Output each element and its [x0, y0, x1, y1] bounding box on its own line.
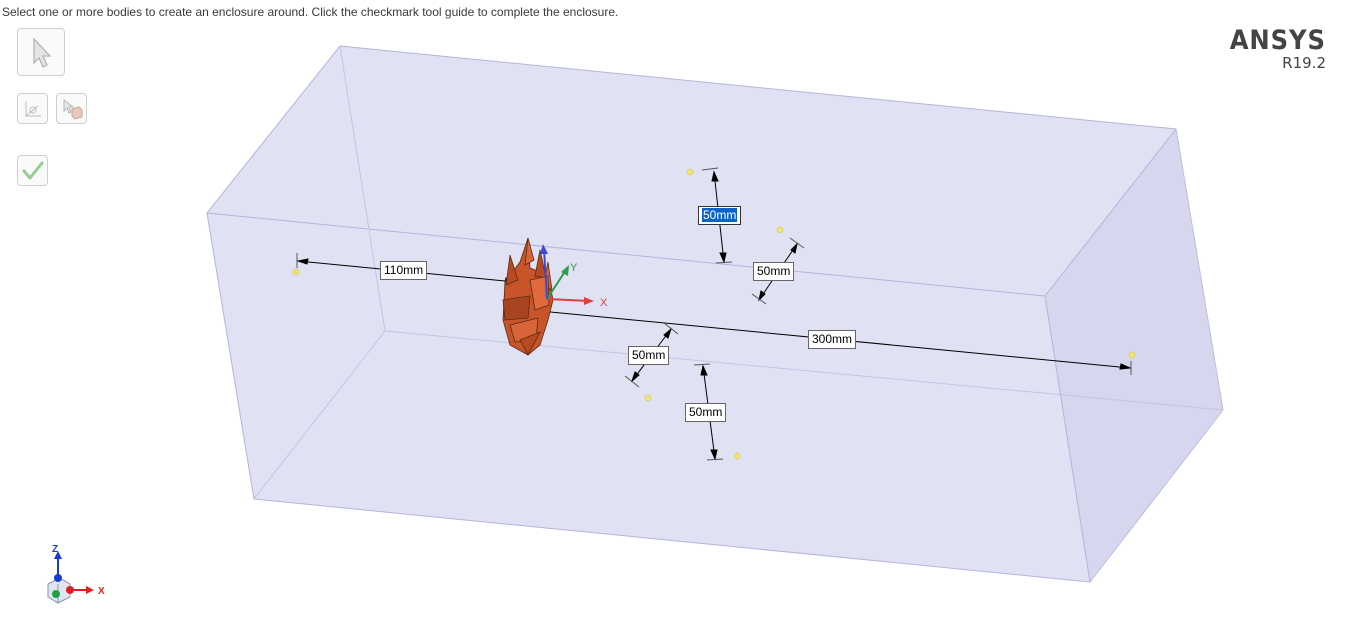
enclosure-edges	[206, 128, 1177, 583]
front-offset-dimension[interactable]: 50mm	[628, 346, 670, 365]
triad-z-label: Z	[52, 544, 58, 555]
right-offset-dimension[interactable]: 300mm	[808, 330, 857, 349]
back-offset-dimension[interactable]: 50mm	[753, 262, 795, 281]
bottom-offset-dimension[interactable]: 50mm	[685, 403, 727, 422]
select-box-button[interactable]	[56, 93, 87, 124]
select-tool-button[interactable]	[17, 28, 65, 76]
select-arrow-icon	[33, 37, 52, 68]
enclosure-handles[interactable]	[292, 168, 1136, 460]
triad-x-label: X	[98, 586, 105, 597]
top-offset-value: 50mm	[702, 208, 738, 222]
model-axis-y-label: Y	[570, 262, 578, 274]
impeller-body[interactable]	[502, 237, 554, 356]
logo-version: R19.2	[1282, 54, 1326, 72]
model-axis-x-label: X	[600, 297, 608, 309]
orientation-triad[interactable]	[47, 551, 94, 604]
instruction-text: Select one or more bodies to create an e…	[2, 5, 619, 19]
complete-enclosure-button[interactable]	[17, 155, 48, 186]
ansys-logo: ANSYS R19.2	[1219, 26, 1326, 71]
top-offset-dimension[interactable]: 50mm	[698, 206, 742, 225]
left-offset-dimension[interactable]: 110mm	[380, 261, 428, 280]
logo-brand: ANSYS	[1229, 25, 1326, 56]
model-axes	[540, 244, 594, 305]
dimension-lines	[296, 167, 1132, 461]
select-bodies-icon	[24, 100, 41, 117]
select-box-icon	[63, 98, 82, 120]
checkmark-icon	[22, 161, 43, 179]
select-bodies-button[interactable]	[17, 93, 48, 124]
